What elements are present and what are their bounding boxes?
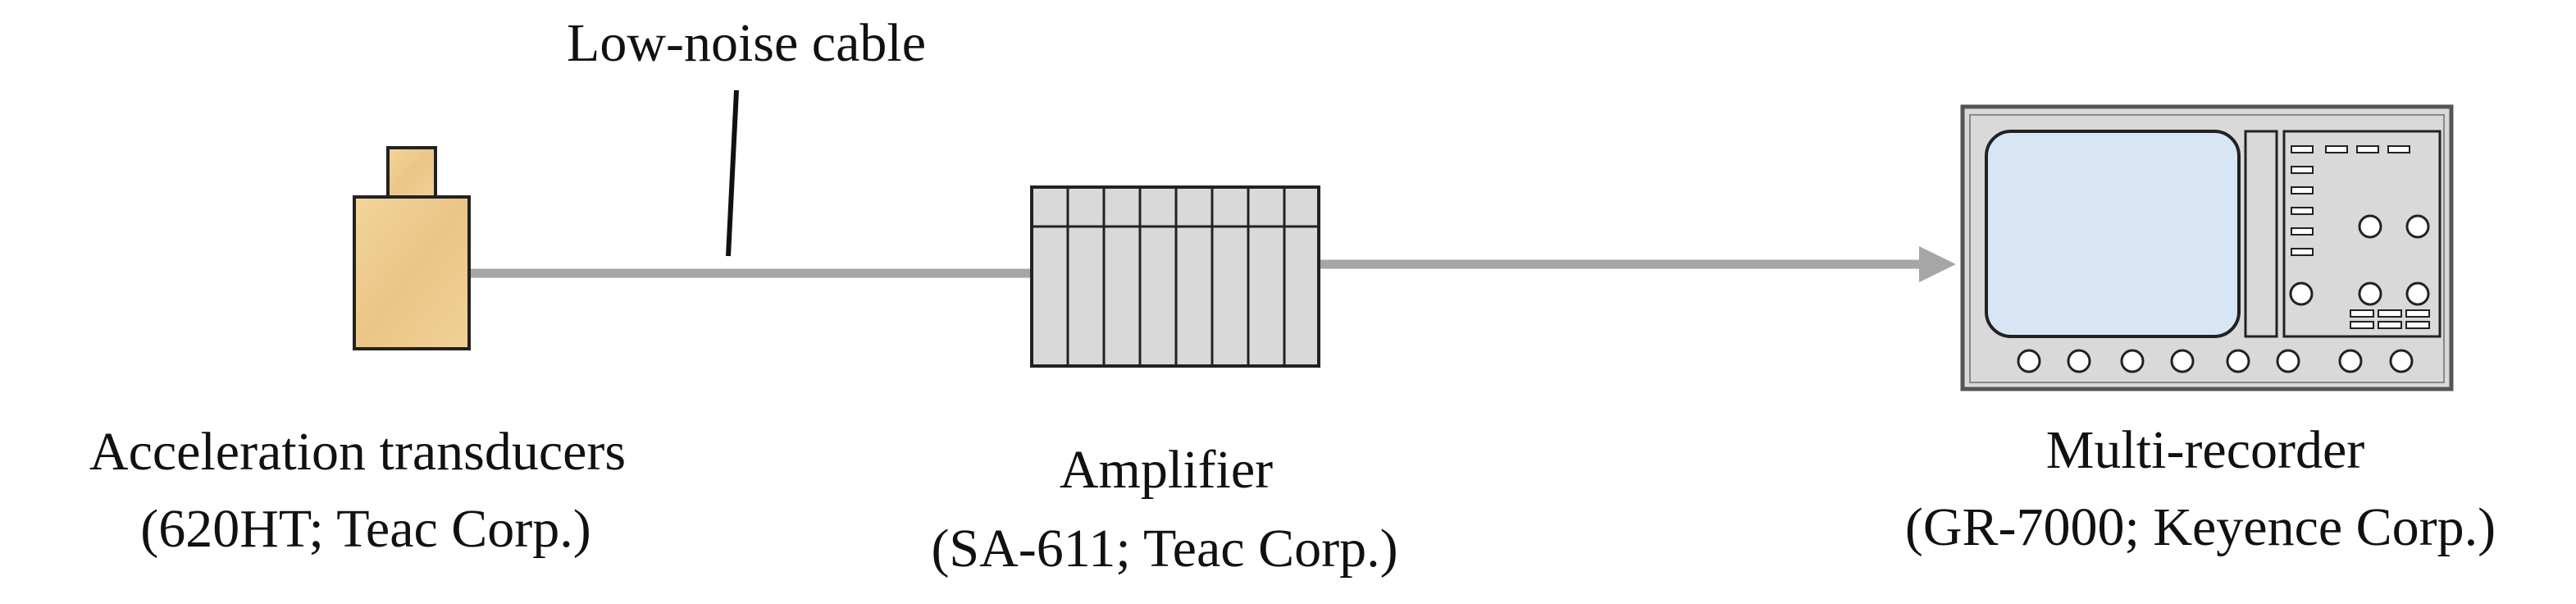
recorder-screen	[1985, 130, 2241, 338]
transducer-connector	[386, 146, 437, 199]
cable-label: Low-noise cable	[567, 13, 926, 73]
transducer-body	[353, 195, 471, 350]
multi-recorder-icon	[1960, 104, 2454, 391]
recorder-name-label: Multi-recorder	[2046, 420, 2365, 480]
amplifier-detail-label: (SA-611; Teac Corp.)	[931, 519, 1397, 579]
cable-label-leader	[726, 89, 739, 257]
recorder-detail-label: (GR-7000; Keyence Corp.)	[1905, 497, 2496, 557]
acceleration-transducer-icon	[353, 146, 471, 350]
transducer-name-label: Acceleration transducers	[89, 422, 626, 482]
arrow-head	[1919, 246, 1956, 282]
amplifier-icon	[1030, 185, 1320, 368]
transducer-detail-label: (620HT; Teac Corp.)	[140, 499, 591, 559]
amplifier-name-label: Amplifier	[1060, 440, 1273, 500]
